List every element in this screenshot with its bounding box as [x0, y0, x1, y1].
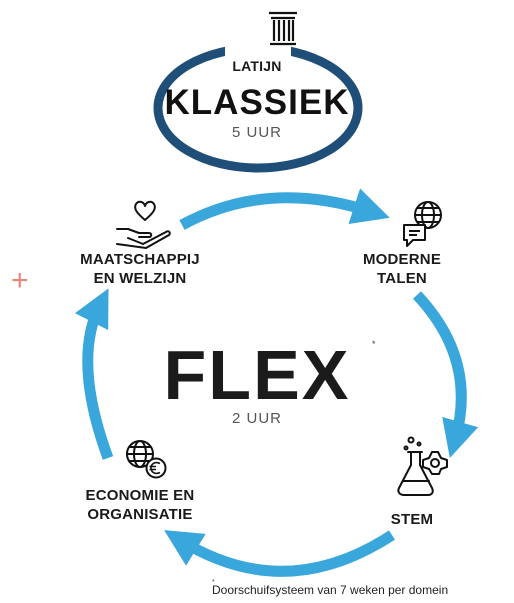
- arrow-top: [179, 188, 390, 230]
- domain-label-line: EN WELZIJN: [93, 270, 187, 287]
- globe-chat-icon: [403, 201, 442, 247]
- domain-label-line: TALEN: [377, 270, 427, 287]
- arrow-left: [74, 288, 114, 460]
- plus-icon: +: [11, 264, 29, 297]
- domain-maatschappij-welzijn: MAATSCHAPPIJ EN WELZIJN: [40, 250, 240, 288]
- footnote-mark: *: [212, 579, 215, 586]
- domain-label-line: ECONOMIE EN: [85, 487, 195, 504]
- domain-label-line: MAATSCHAPPIJ: [80, 251, 200, 268]
- klassiek-hours: 5 UUR: [231, 124, 282, 141]
- klassiek-title: KLASSIEK: [164, 83, 350, 122]
- flex-title: FLEX: [163, 336, 351, 414]
- footnote-text: Doorschuifsysteem van 7 weken per domein: [212, 583, 449, 597]
- domain-moderne-talen: MODERNE TALEN: [322, 250, 482, 288]
- domain-label-line: STEM: [390, 511, 434, 528]
- domain-label-line: MODERNE: [362, 251, 442, 268]
- domain-label-line: ORGANISATIE: [87, 506, 193, 523]
- flex-footnote-mark: *: [372, 339, 376, 349]
- latin-label: LATIJN: [232, 58, 282, 74]
- flask-gear-icon: [397, 436, 448, 496]
- domain-stem: STEM: [362, 510, 462, 529]
- column-icon: [269, 11, 297, 46]
- domain-economie-organisatie: ECONOMIE EN ORGANISATIE: [40, 486, 240, 524]
- arrow-bottom: [164, 530, 396, 577]
- flex-hours: 2 UUR: [231, 410, 282, 427]
- globe-euro-icon: [126, 440, 167, 479]
- arrow-right: [412, 291, 479, 458]
- hand-heart-icon: [116, 200, 171, 249]
